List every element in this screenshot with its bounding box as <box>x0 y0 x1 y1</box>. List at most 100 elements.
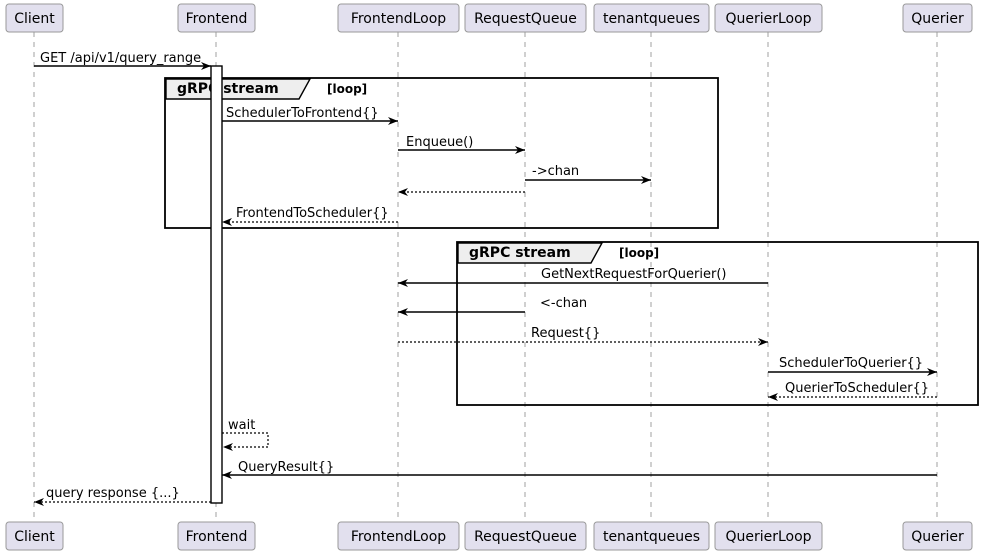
message-label: SchedulerToFrontend{} <box>226 106 379 121</box>
participant-footer-requestqueue[interactable]: RequestQueue <box>464 521 587 551</box>
participant-label: tenantqueues <box>603 11 700 27</box>
participant-box-bg <box>337 3 460 33</box>
message-m11: QuerierToScheduler{} <box>768 381 937 401</box>
self-message-s1: wait <box>222 418 269 451</box>
message-arrowhead <box>768 393 778 401</box>
participant-box-bg <box>464 521 587 551</box>
message-label: Request{} <box>531 326 600 341</box>
message-m6: FrontendToScheduler{} <box>222 206 398 226</box>
message-m13: query response {...} <box>34 486 211 506</box>
participant-footer-client[interactable]: Client <box>5 521 64 551</box>
participant-label: FrontendLoop <box>351 11 446 27</box>
participant-label: RequestQueue <box>474 529 577 545</box>
message-arrowhead <box>388 117 398 125</box>
fragment-f2: gRPC stream [loop] <box>456 241 979 406</box>
participant-label: FrontendLoop <box>351 529 446 545</box>
participant-footer-querierloop[interactable]: QuerierLoop <box>714 521 823 551</box>
message-arrowhead <box>222 218 232 226</box>
participant-label: Frontend <box>186 529 248 545</box>
participant-label: tenantqueues <box>603 529 700 545</box>
participant-box-bg <box>902 3 973 33</box>
message-label: GET /api/v1/query_range <box>40 51 201 66</box>
message-arrowhead <box>222 471 232 479</box>
participant-header-frontendloop[interactable]: FrontendLoop <box>337 3 460 33</box>
participant-box-bg <box>177 521 256 551</box>
message-m8: <-chan <box>398 296 587 316</box>
fragments-layer: gRPC stream [loop] gRPC stream [loop] <box>164 77 979 406</box>
message-label: GetNextRequestForQuerier() <box>541 267 727 282</box>
participant-header-client[interactable]: Client <box>5 3 64 33</box>
participant-label: Frontend <box>186 11 248 27</box>
participant-label: Querier <box>911 529 964 545</box>
message-m4: ->chan <box>525 164 651 184</box>
participant-footer-frontend[interactable]: Frontend <box>177 521 256 551</box>
fragment-f1: gRPC stream [loop] <box>164 77 719 229</box>
participant-footer-tenantqueues[interactable]: tenantqueues <box>593 521 710 551</box>
message-m3: Enqueue() <box>398 135 525 154</box>
participant-footer-querier[interactable]: Querier <box>902 521 973 551</box>
participant-box-bg <box>5 3 64 33</box>
self-message-path <box>222 432 269 448</box>
participant-box-bg <box>337 521 460 551</box>
message-arrowhead <box>34 498 44 506</box>
message-arrowhead <box>927 368 937 376</box>
message-arrowhead <box>201 62 211 70</box>
message-m2: SchedulerToFrontend{} <box>222 106 398 125</box>
message-m12: QueryResult{} <box>222 460 937 479</box>
activations-layer <box>210 65 223 504</box>
participant-box-bg <box>714 521 823 551</box>
participant-label: QuerierLoop <box>725 11 811 27</box>
message-m10: SchedulerToQuerier{} <box>768 356 937 376</box>
participant-box-bg <box>593 521 710 551</box>
messages-layer: GET /api/v1/query_rangeSchedulerToFronte… <box>34 51 937 506</box>
message-label: FrontendToScheduler{} <box>236 206 389 221</box>
message-arrowhead <box>398 188 408 196</box>
fragment-border <box>164 77 719 229</box>
self-message-arrowhead <box>223 443 233 451</box>
message-arrowhead <box>515 146 525 154</box>
message-label: query response {...} <box>46 486 180 501</box>
participant-header-querierloop[interactable]: QuerierLoop <box>714 3 823 33</box>
fragment-title: gRPC stream <box>469 245 571 261</box>
message-arrowhead <box>758 338 768 346</box>
participant-header-tenantqueues[interactable]: tenantqueues <box>593 3 710 33</box>
participant-label: RequestQueue <box>474 11 577 27</box>
participant-box-bg <box>464 3 587 33</box>
self-message-label: wait <box>228 418 255 433</box>
fragment-border <box>456 241 979 406</box>
fragment-guard: [loop] <box>619 246 659 260</box>
participant-label: Client <box>14 11 55 27</box>
message-m9: Request{} <box>398 326 768 346</box>
fragment-title: gRPC stream <box>177 81 279 97</box>
message-label: QueryResult{} <box>238 460 334 475</box>
message-arrowhead <box>398 308 408 316</box>
message-label: <-chan <box>540 296 587 311</box>
participant-header-requestqueue[interactable]: RequestQueue <box>464 3 587 33</box>
activation-bar-frontend <box>210 65 223 504</box>
message-arrowhead <box>641 176 651 184</box>
message-m1: GET /api/v1/query_range <box>34 51 211 70</box>
participant-box-bg <box>5 521 64 551</box>
fragment-tab <box>457 242 604 264</box>
message-m7: GetNextRequestForQuerier() <box>398 267 768 287</box>
participant-label: QuerierLoop <box>725 529 811 545</box>
message-label: QuerierToScheduler{} <box>785 381 929 396</box>
participant-box-bg <box>902 521 973 551</box>
message-label: SchedulerToQuerier{} <box>779 356 923 371</box>
participant-label: Querier <box>911 11 964 27</box>
fragment-guard: [loop] <box>327 82 367 96</box>
participant-label: Client <box>14 529 55 545</box>
fragment-tab <box>165 78 312 100</box>
lifelines-layer <box>33 32 938 522</box>
message-arrowhead <box>398 279 408 287</box>
participant-footer-frontendloop[interactable]: FrontendLoop <box>337 521 460 551</box>
participant-box-bg <box>177 3 256 33</box>
participant-header-querier[interactable]: Querier <box>902 3 973 33</box>
participant-box-bg <box>593 3 710 33</box>
participant-header-frontend[interactable]: Frontend <box>177 3 256 33</box>
message-m5 <box>398 188 525 196</box>
participant-box-bg <box>714 3 823 33</box>
